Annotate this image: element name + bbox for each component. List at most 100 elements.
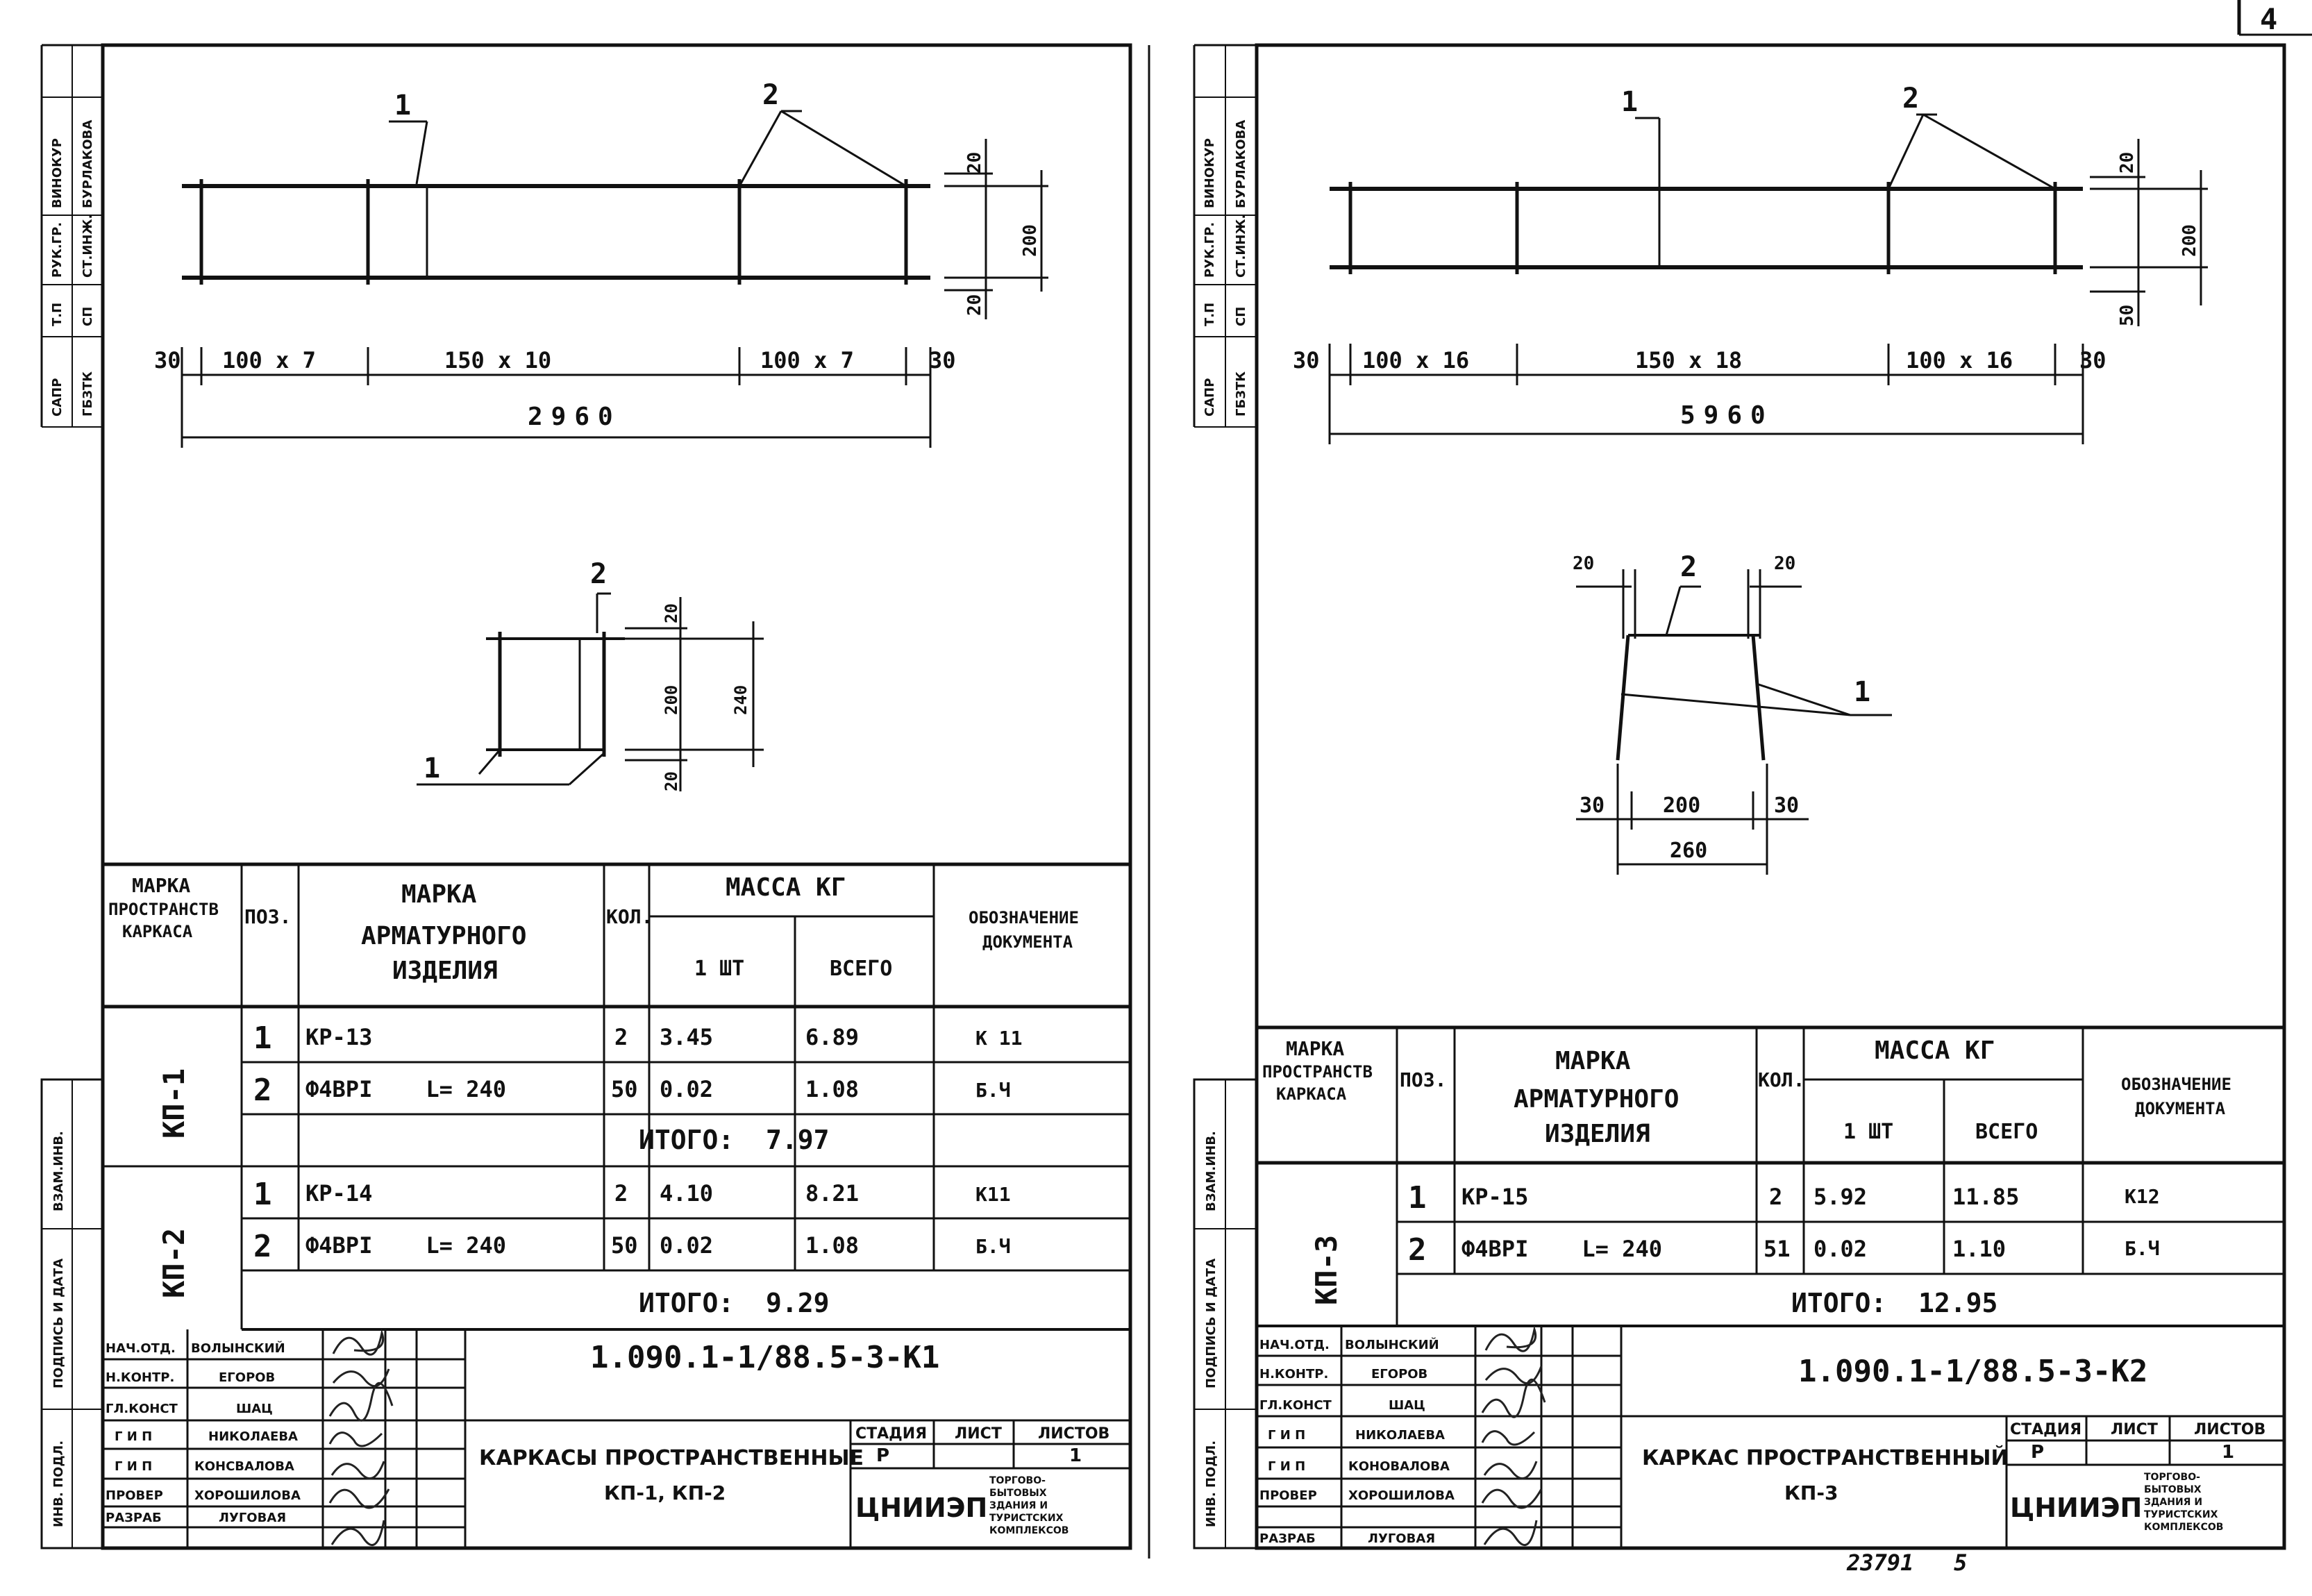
- left-name-7: ЛУГОВАЯ: [219, 1511, 286, 1525]
- left-vdim-1: 20: [964, 152, 985, 174]
- left-subtotal-1: ИТОГО: 7.97: [639, 1125, 830, 1155]
- r-margin-label-swap: ВЗАМ.ИНВ.: [1204, 1131, 1218, 1211]
- left-horizontal-dims: [181, 347, 932, 448]
- left-sheets-label: ЛИСТОВ: [1038, 1425, 1109, 1443]
- right-org-note-5: КОМПЛЕКСОВ: [2144, 1522, 2223, 1533]
- right-hdr-doc-2: ДОКУМЕНТА: [2135, 1099, 2226, 1118]
- right-r1-doc: К12: [2125, 1185, 2160, 1208]
- right-vdim-3: 50: [2117, 305, 2138, 326]
- left-role-4: Г И П: [115, 1429, 152, 1444]
- right-section-dim-b3: 30: [1774, 793, 1799, 818]
- left-org-note-2: БЫТОВЫХ: [989, 1488, 1047, 1499]
- left-r3-qty: 2: [614, 1180, 628, 1207]
- left-section-dim-4: 240: [731, 685, 751, 715]
- left-section-leader-2: 2: [590, 558, 607, 590]
- left-doc-sub: КП-1, КП-2: [604, 1481, 726, 1504]
- right-hdr-mass: МАССА КГ: [1875, 1036, 1995, 1065]
- left-dim-150x10: 150 x 10: [444, 347, 551, 373]
- left-sheets: 1: [1069, 1445, 1082, 1466]
- right-hdr-doc-1: ОБОЗНАЧЕНИЕ: [2121, 1075, 2231, 1094]
- left-r4-item: Ф4ВРI L= 240: [305, 1232, 506, 1259]
- page-number: 4: [2260, 2, 2277, 36]
- left-dim-30a: 30: [154, 347, 181, 373]
- right-section-dim-b1: 30: [1580, 793, 1605, 818]
- left-signatures: [328, 1329, 394, 1547]
- archive-number: 23791 5: [1846, 1549, 1967, 1576]
- left-hdr-frame-1: МАРКА: [132, 874, 190, 897]
- side-stamp-1: ВИНОКУР: [50, 138, 65, 208]
- left-org-note-4: ТУРИСТСКИХ: [989, 1513, 1064, 1524]
- right-role-2: Н.КОНТР.: [1259, 1367, 1328, 1381]
- right-sheet-label: ЛИСТ: [2111, 1421, 2158, 1438]
- left-section-dim-2: 200: [662, 685, 681, 715]
- left-hdr-mass: МАССА КГ: [726, 873, 846, 902]
- r-side-stamp-6: СП: [1234, 307, 1248, 326]
- right-sheet: ВИНОКУР БУРЛАКОВА РУК.ГР. СТ.ИНЖ. Т.П СП…: [1193, 43, 2286, 1576]
- left-role-3: ГЛ.КОНСТ: [106, 1402, 178, 1416]
- r-side-stamp-3: РУК.ГР.: [1203, 222, 1217, 278]
- left-hdr-frame-3: КАРКАСА: [122, 922, 193, 941]
- right-doc-code: 1.090.1-1/88.5-3-K2: [1798, 1354, 2147, 1389]
- left-leader-1: 1: [394, 90, 411, 121]
- right-sheets-label: ЛИСТОВ: [2194, 1421, 2265, 1438]
- left-name-3: ШАЦ: [236, 1402, 273, 1416]
- left-hdr-frame-2: ПРОСТРАНСТВ: [108, 900, 219, 919]
- right-section-dim-top-1: 20: [1573, 553, 1594, 574]
- right-stage-label: СТАДИЯ: [2010, 1421, 2081, 1438]
- left-org: ЦНИИЭП: [855, 1493, 987, 1523]
- left-section-leader-1: 1: [424, 753, 440, 784]
- left-vdim-3: 20: [964, 294, 985, 316]
- left-stage-label: СТАДИЯ: [855, 1425, 927, 1443]
- left-role-1: НАЧ.ОТД.: [106, 1341, 176, 1356]
- right-subtotal: ИТОГО: 12.95: [1791, 1288, 1997, 1318]
- left-role-2: Н.КОНТР.: [106, 1370, 174, 1385]
- left-sheet-label: ЛИСТ: [955, 1425, 1002, 1443]
- right-org-note-3: ЗДАНИЯ И: [2144, 1497, 2202, 1508]
- left-r1-item: КР-13: [305, 1024, 372, 1050]
- right-r2-pos: 2: [1408, 1232, 1427, 1268]
- right-doc-sub: КП-3: [1784, 1481, 1838, 1504]
- right-r2-qty: 51: [1764, 1236, 1791, 1262]
- right-dim-100x16b: 100 x 16: [1906, 347, 2013, 373]
- right-org-note-1: ТОРГОВО-: [2144, 1472, 2200, 1483]
- right-dim-30a: 30: [1293, 347, 1320, 373]
- right-name-7: ЛУГОВАЯ: [1368, 1531, 1435, 1546]
- right-hdr-frame-1: МАРКА: [1286, 1037, 1344, 1060]
- right-role-4: Г И П: [1268, 1428, 1305, 1443]
- left-r3-pos: 1: [253, 1177, 272, 1212]
- right-vdim-1: 20: [2117, 152, 2138, 174]
- right-name-6: ХОРОШИЛОВА: [1348, 1488, 1455, 1503]
- left-role-7: РАЗРАБ: [106, 1511, 162, 1525]
- right-role-3: ГЛ.КОНСТ: [1259, 1398, 1332, 1413]
- right-vertical-dims: [2090, 139, 2208, 326]
- right-hdr-item-1: МАРКА: [1555, 1047, 1631, 1075]
- left-r1-one: 3.45: [660, 1024, 713, 1050]
- right-role-1: НАЧ.ОТД.: [1259, 1338, 1330, 1352]
- left-hdr-item-2: АРМАТУРНОГО: [361, 922, 526, 950]
- right-frame-kp3: КП-3: [1309, 1235, 1343, 1305]
- left-hdr-pos: ПОЗ.: [244, 905, 291, 928]
- left-r4-total: 1.08: [805, 1232, 859, 1259]
- left-sheet: ВИНОКУР БУРЛАКОВА РУК.ГР. СТ.ИНЖ. Т.П СП…: [40, 43, 1150, 1559]
- margin-label-swap: ВЗАМ.ИНВ.: [51, 1131, 66, 1211]
- right-hdr-frame-2: ПРОСТРАНСТВ: [1262, 1062, 1373, 1082]
- right-org-note-2: БЫТОВЫХ: [2144, 1484, 2202, 1495]
- left-org-note-5: КОМПЛЕКСОВ: [989, 1525, 1069, 1536]
- right-leader-2: 2: [1902, 83, 1919, 115]
- left-stage: Р: [876, 1445, 889, 1466]
- left-r2-doc: Б.Ч: [975, 1079, 1011, 1102]
- right-hdr-item-3: ИЗДЕЛИЯ: [1545, 1120, 1650, 1148]
- r-side-stamp-4: СТ.ИНЖ.: [1234, 215, 1248, 278]
- r-side-stamp-1: ВИНОКУР: [1203, 138, 1217, 208]
- right-frame: [1255, 43, 2286, 1550]
- right-leader-1: 1: [1621, 86, 1638, 118]
- right-section-leader-1: 1: [1854, 676, 1870, 708]
- right-r1-total: 11.85: [1952, 1184, 2019, 1210]
- right-hdr-mass-one: 1 ШТ: [1843, 1120, 1893, 1144]
- left-hdr-doc-1: ОБОЗНАЧЕНИЕ: [969, 908, 1079, 927]
- left-org-note-1: ТОРГОВО-: [989, 1475, 1046, 1486]
- left-hdr-mass-one: 1 ШТ: [694, 957, 744, 981]
- right-name-4: НИКОЛАЕВА: [1355, 1428, 1445, 1443]
- right-org: ЦНИИЭП: [2010, 1493, 2142, 1523]
